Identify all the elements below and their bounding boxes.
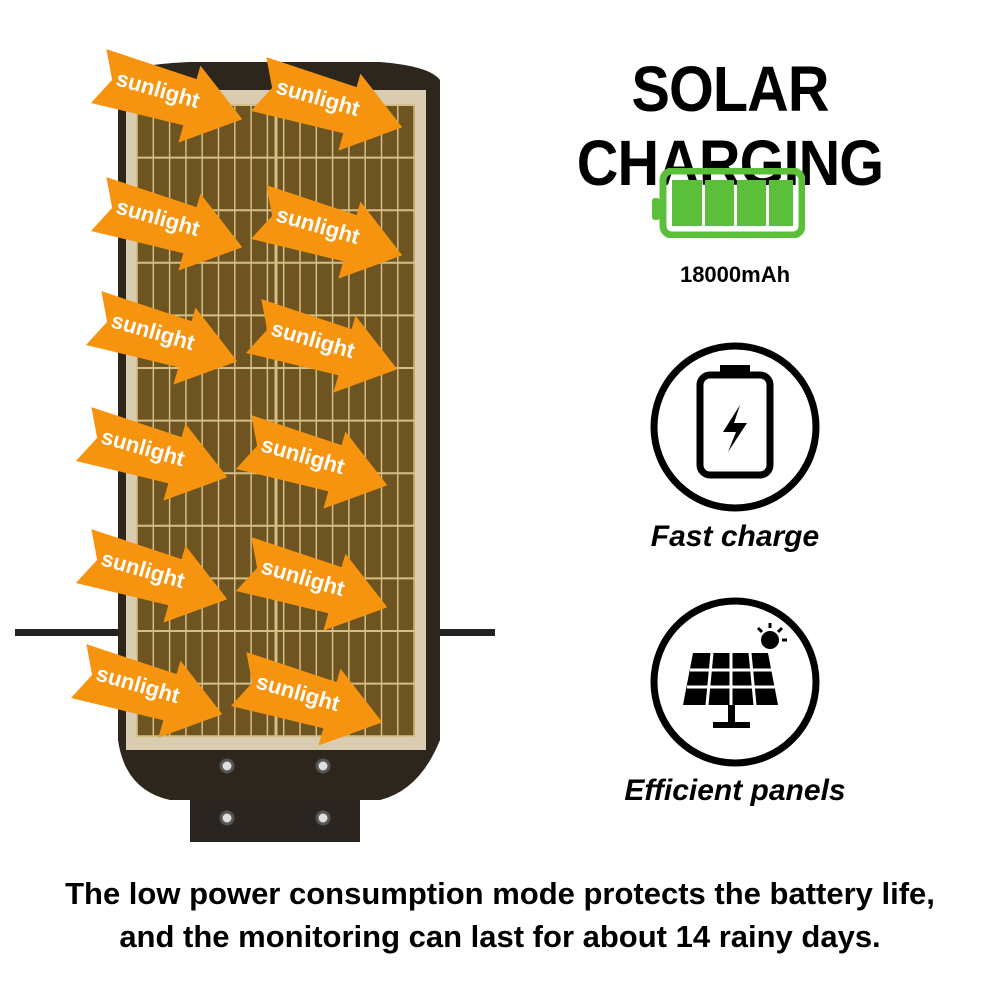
sunlight-arrow: sunlight bbox=[247, 175, 423, 296]
feature-label-efficient-panels: Efficient panels bbox=[624, 774, 846, 807]
arrow-icon bbox=[85, 291, 238, 385]
arrow-icon bbox=[250, 57, 403, 151]
sunlight-arrow: sunlight bbox=[87, 167, 263, 288]
footer-line-1: The low power consumption mode protects … bbox=[65, 876, 935, 911]
battery-bolt-icon bbox=[650, 342, 820, 512]
arrow-icon bbox=[90, 177, 243, 271]
battery-full-icon bbox=[652, 168, 805, 238]
sunlight-arrow: sunlight bbox=[232, 527, 408, 648]
solar-panel-icon bbox=[650, 597, 820, 767]
arrow-icon bbox=[75, 529, 228, 623]
arrow-icon bbox=[235, 537, 388, 631]
sunlight-arrow: sunlight bbox=[242, 289, 418, 410]
arrow-icon bbox=[230, 652, 383, 746]
sunlight-arrow: sunlight bbox=[67, 634, 243, 755]
arrow-icon bbox=[70, 644, 223, 738]
arrow-icon bbox=[90, 49, 243, 143]
feature-label-fast-charge: Fast charge bbox=[650, 520, 820, 553]
footer-line-2: and the monitoring can last for about 14… bbox=[119, 919, 881, 954]
sunlight-arrow: sunlight bbox=[72, 397, 248, 518]
footer-text: The low power consumption mode protects … bbox=[0, 872, 1000, 958]
arrow-icon bbox=[75, 407, 228, 501]
sunlight-arrow: sunlight bbox=[72, 519, 248, 640]
page-title: SOLAR CHARGING bbox=[576, 53, 884, 199]
arrow-icon bbox=[245, 299, 398, 393]
sunlight-arrow: sunlight bbox=[227, 642, 403, 763]
sunlight-arrow: sunlight bbox=[82, 281, 258, 402]
sunlight-arrow: sunlight bbox=[87, 39, 263, 160]
sunlight-arrow: sunlight bbox=[247, 47, 423, 168]
sunlight-arrow: sunlight bbox=[232, 405, 408, 526]
arrow-icon bbox=[235, 415, 388, 509]
arrow-icon bbox=[250, 185, 403, 279]
battery-capacity: 18000mAh bbox=[679, 262, 791, 287]
